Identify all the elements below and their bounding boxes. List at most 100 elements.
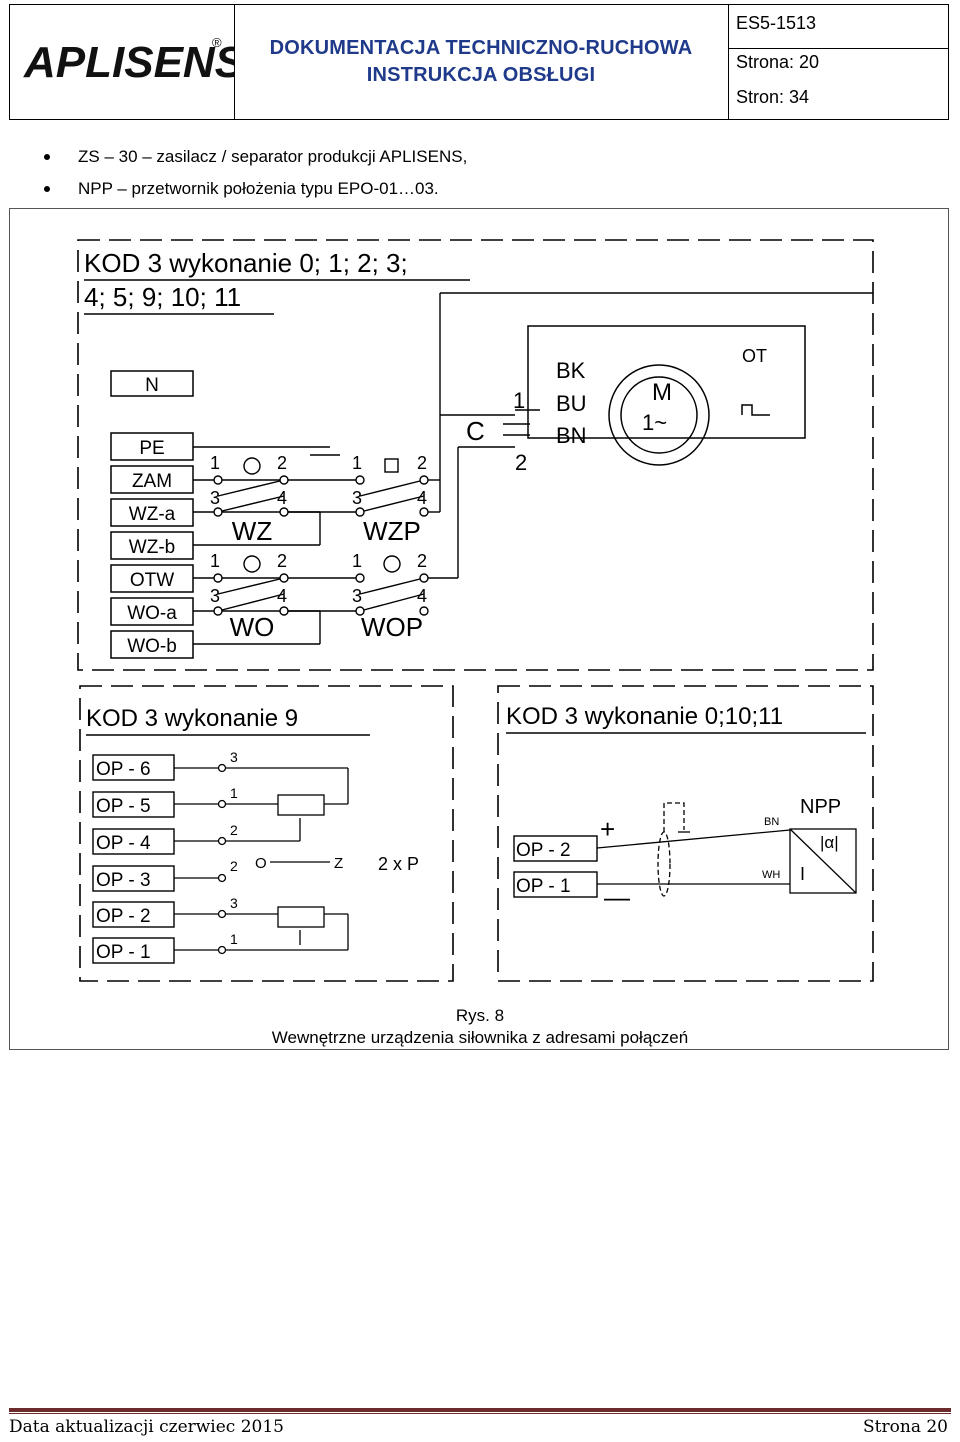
bullet-item: NPP – przetwornik położenia typu EPO-01…… — [44, 173, 467, 205]
pin-number: 2 — [230, 858, 238, 874]
figure-caption: Wewnętrzne urządzenia siłownika z adresa… — [271, 1028, 689, 1047]
left-diagram-border — [79, 685, 454, 982]
terminal-label: OP - 6 — [96, 759, 151, 780]
figure-number: Rys. 8 — [455, 1006, 505, 1025]
right-diagram: KOD 3 wykonanie 0;10;11 OP - 2 OP - 1 + … — [506, 703, 866, 912]
bullet-icon — [44, 154, 50, 160]
wire-label-bk: BK — [556, 358, 586, 383]
switch-label-wop: WOP — [361, 612, 423, 642]
left-diagram: KOD 3 wykonanie 9 OP - 6 OP - 5 OP - 4 O… — [86, 705, 419, 964]
right-diagram-border — [497, 685, 874, 982]
direction-open-label: O — [255, 855, 267, 872]
motor-icon — [503, 325, 806, 466]
contact-number: 3 — [210, 586, 220, 606]
page-count: Stron: 34 — [736, 87, 810, 107]
logo-text: APLISENS — [23, 38, 234, 87]
motor-phase-label: 1~ — [642, 410, 667, 435]
terminal-label: OP - 5 — [96, 796, 151, 817]
terminal-n — [110, 370, 194, 397]
title-line-1: DOKUMENTACJA TECHNICZNO-RUCHOWA — [269, 37, 693, 59]
terminal-label: WZ-a — [129, 504, 176, 525]
page-number: Strona: 20 — [736, 52, 820, 72]
terminal-label: OTW — [130, 570, 174, 591]
top-diagram: KOD 3 wykonanie 0; 1; 2; 3; 4; 5; 9; 10;… — [84, 248, 873, 659]
aplisens-logo-icon: APLISENS ® — [23, 35, 244, 87]
contact-number: 1 — [352, 453, 362, 473]
left-title: KOD 3 wykonanie 9 — [86, 705, 298, 732]
title-line-2: INSTRUKCJA OBSŁUGI — [366, 64, 596, 86]
contact-number: 4 — [277, 586, 287, 606]
wire-label-bn: BN — [556, 423, 587, 448]
potentiometer-label: 2 x P — [378, 854, 419, 874]
capacitor-label: C — [466, 416, 485, 446]
contact-number: 2 — [277, 551, 287, 571]
terminal-label: OP - 4 — [96, 833, 151, 854]
document-meta: ES5-1513 Strona: 20 Stron: 34 — [728, 5, 948, 119]
bullet-text: NPP – przetwornik położenia typu EPO-01…… — [78, 179, 439, 198]
footer-date: Data aktualizacji czerwiec 2015 — [9, 1417, 284, 1437]
terminal-label: OP - 3 — [96, 870, 151, 891]
terminal-label: ZAM — [132, 471, 172, 492]
top-title-line2: 4; 5; 9; 10; 11 — [84, 282, 241, 312]
capacitor-pin: 2 — [515, 450, 527, 475]
bullet-icon — [44, 186, 50, 192]
terminal-label: OP - 1 — [516, 876, 571, 897]
pin-number: 3 — [230, 749, 238, 765]
terminal-wo-b — [110, 630, 194, 659]
motor-label: M — [652, 379, 672, 406]
wiring-diagram: KOD 3 wykonanie 0; 1; 2; 3; 4; 5; 9; 10;… — [77, 239, 874, 982]
contact-number: 3 — [210, 488, 220, 508]
wire-label-bu: BU — [556, 391, 587, 416]
terminal-wz-a — [110, 498, 194, 527]
doc-code: ES5-1513 — [728, 5, 948, 49]
terminal-label: WZ-b — [129, 537, 175, 558]
terminal-wz-b — [110, 531, 194, 560]
terminal-zam — [110, 465, 194, 494]
terminal-label: OP - 1 — [96, 942, 151, 963]
minus-sign: — — [604, 882, 630, 912]
top-title-line1: KOD 3 wykonanie 0; 1; 2; 3; — [84, 248, 408, 278]
capacitor-pin: 1 — [513, 388, 525, 413]
wire-label-wh: WH — [762, 869, 780, 881]
logo-registered-mark: ® — [212, 35, 222, 50]
current-label: I — [800, 864, 805, 884]
switch-label-wz: WZ — [232, 516, 273, 546]
page-header: APLISENS ® DOKUMENTACJA TECHNICZNO-RUCHO… — [9, 4, 949, 120]
pin-number: 1 — [230, 785, 238, 801]
terminal-label: PE — [139, 438, 164, 459]
terminal-wo-a — [110, 597, 194, 626]
document-title: DOKUMENTACJA TECHNICZNO-RUCHOWA INSTRUKC… — [234, 5, 729, 119]
top-diagram-border — [77, 239, 874, 671]
plus-sign: + — [600, 814, 615, 844]
right-title: KOD 3 wykonanie 0;10;11 — [506, 703, 783, 730]
pin-number: 2 — [230, 822, 238, 838]
contact-number: 1 — [352, 551, 362, 571]
pin-number: 3 — [230, 895, 238, 911]
direction-close-label: Z — [334, 855, 343, 872]
terminal-label: WO-b — [127, 636, 177, 657]
terminal-label: N — [145, 375, 159, 396]
terminal-label: WO-a — [127, 603, 177, 624]
terminal-label: OP - 2 — [516, 840, 571, 861]
terminal-pe — [110, 432, 194, 461]
contact-number: 4 — [417, 488, 427, 508]
terminal-otw — [110, 564, 194, 593]
switch-label-wo: WO — [230, 612, 275, 642]
contact-number: 2 — [417, 453, 427, 473]
contact-number: 1 — [210, 551, 220, 571]
contact-number: 2 — [417, 551, 427, 571]
figure-frame — [9, 208, 949, 1050]
switch-label-wzp: WZP — [363, 516, 421, 546]
contact-number: 3 — [352, 488, 362, 508]
company-logo: APLISENS ® — [10, 5, 244, 119]
terminal-label: OP - 2 — [96, 906, 151, 927]
contact-number: 4 — [417, 586, 427, 606]
contact-number: 1 — [210, 453, 220, 473]
bullet-item: ZS – 30 – zasilacz / separator produkcji… — [44, 141, 467, 173]
bullet-text: ZS – 30 – zasilacz / separator produkcji… — [78, 147, 468, 166]
npp-label: NPP — [800, 796, 841, 818]
contact-number: 3 — [352, 586, 362, 606]
bullet-list: ZS – 30 – zasilacz / separator produkcji… — [44, 141, 467, 205]
contact-number: 4 — [277, 488, 287, 508]
footer-rule-thin — [9, 1413, 951, 1414]
